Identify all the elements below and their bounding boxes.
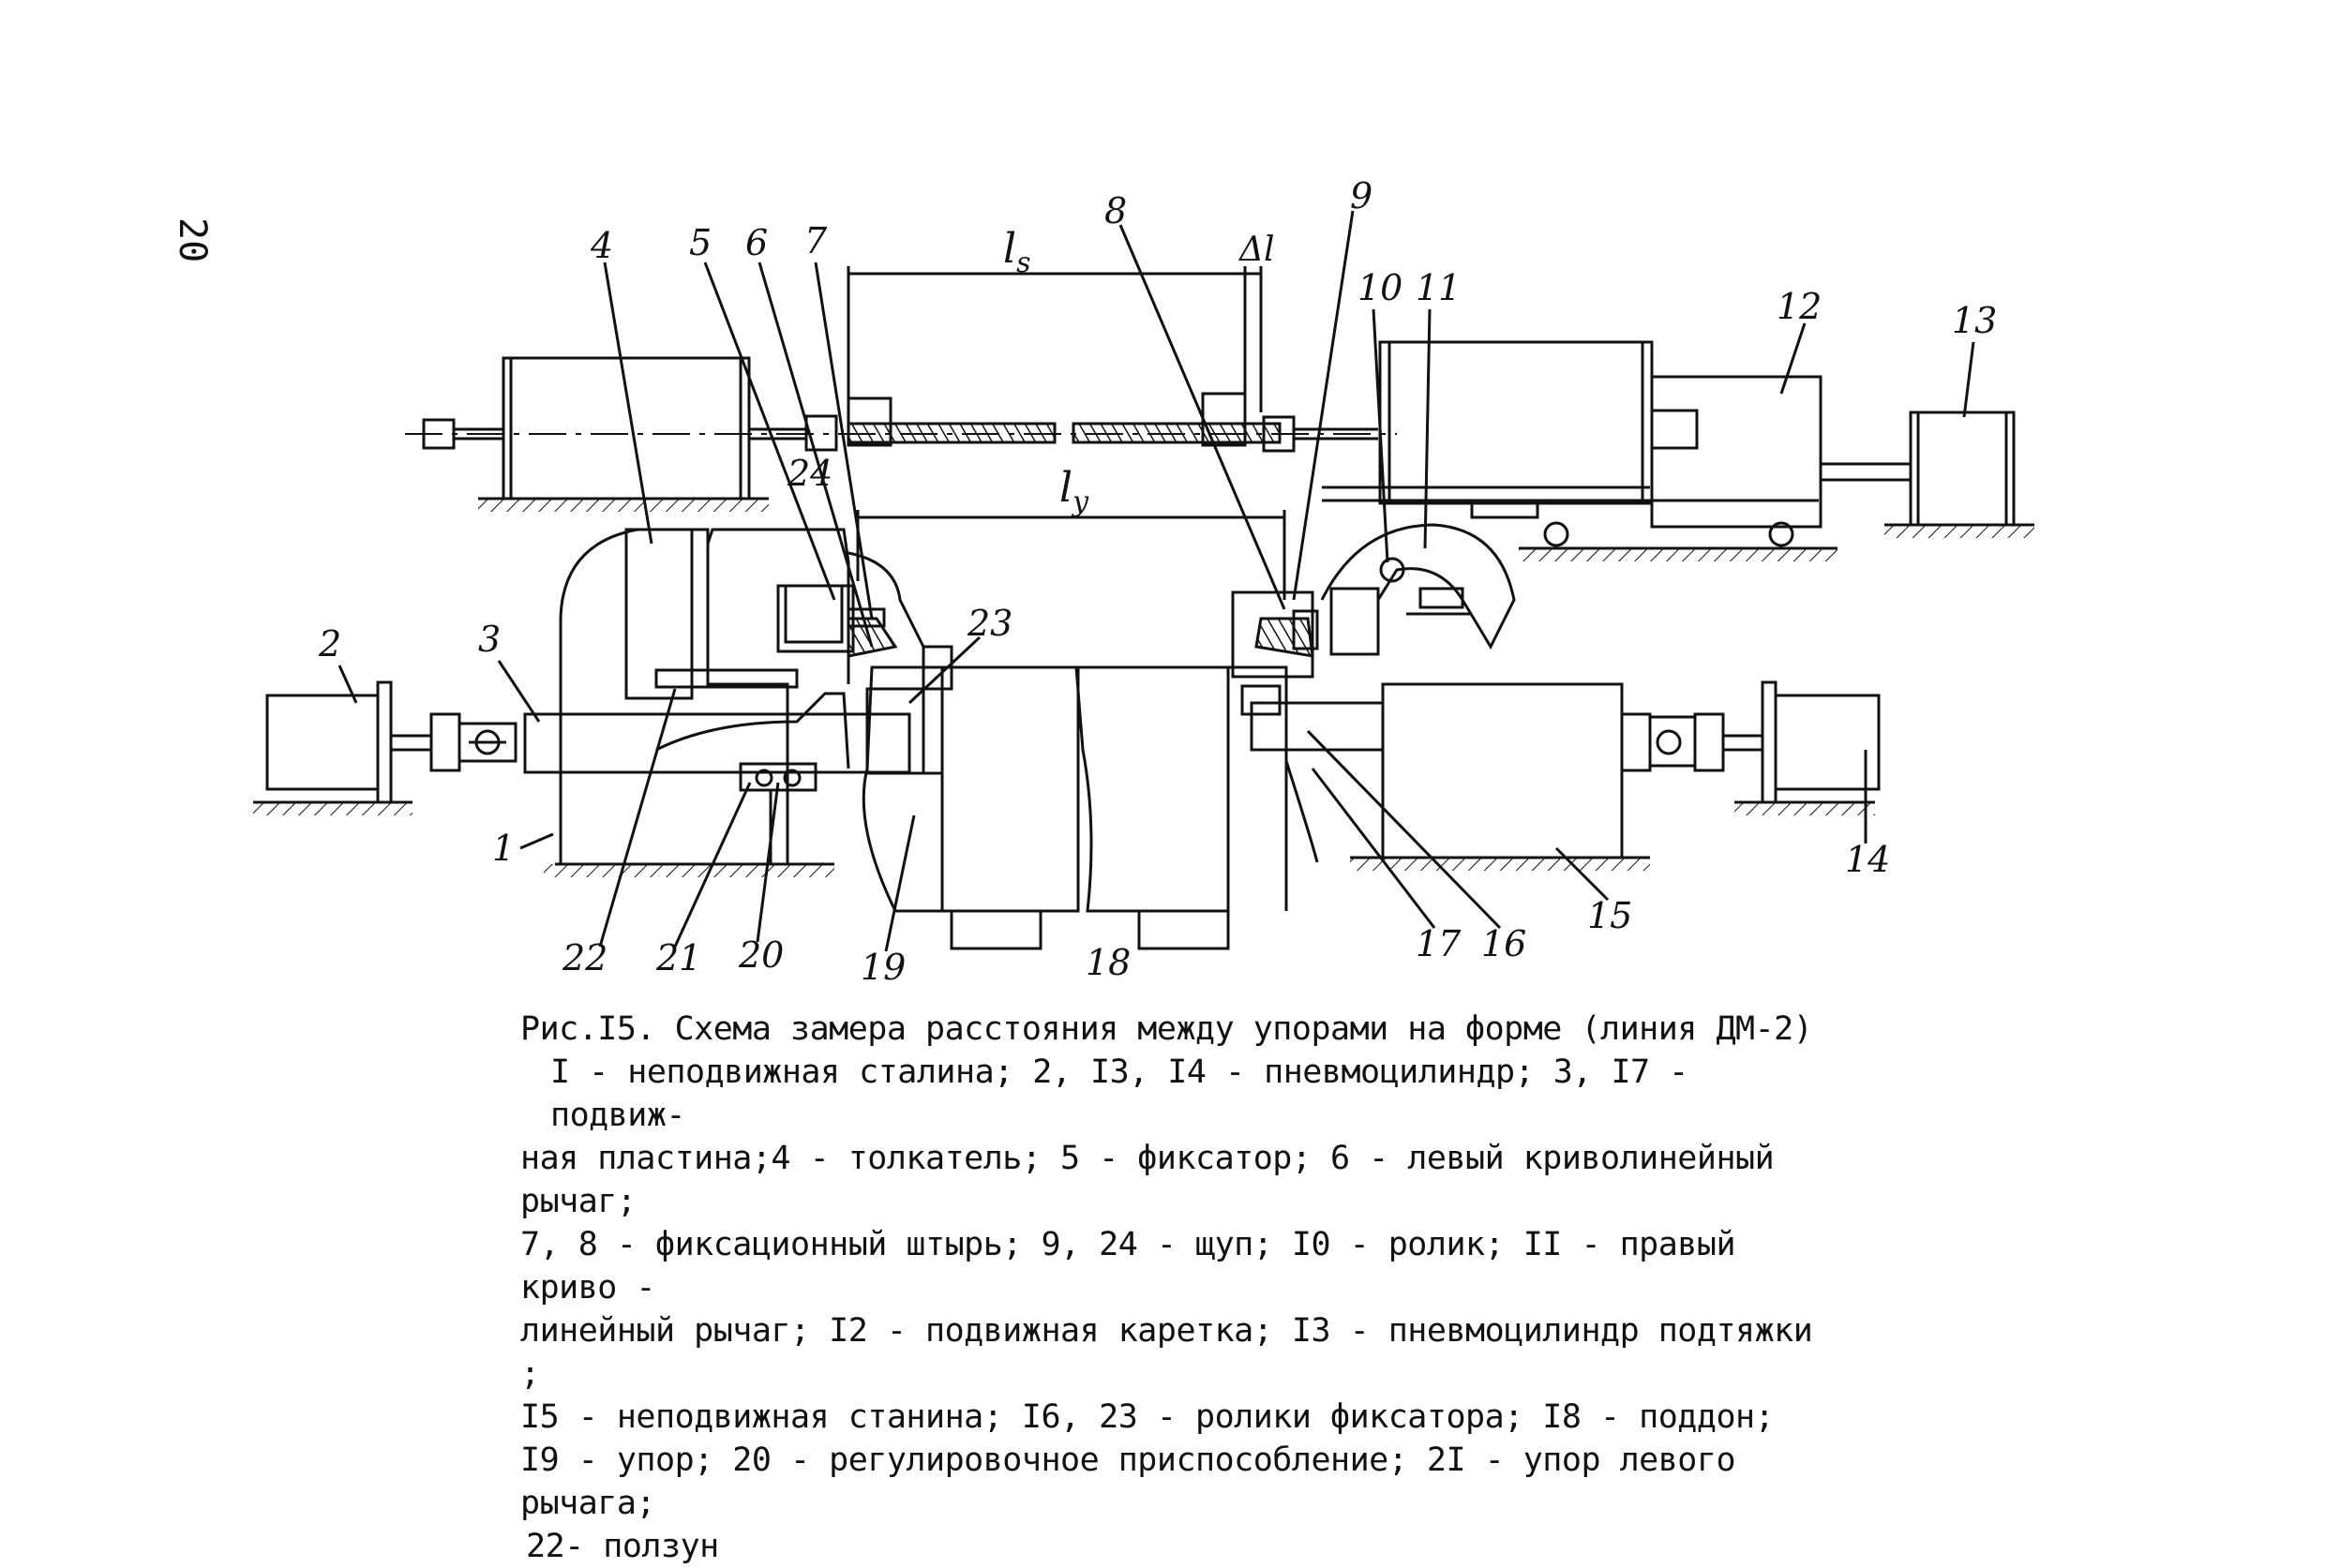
callout-6: 6 — [745, 222, 768, 263]
callout-2: 2 — [318, 623, 341, 665]
callout-3: 3 — [478, 619, 501, 660]
callout-20: 20 — [738, 934, 784, 976]
pallet-18 — [1074, 665, 1230, 913]
callout-11: 11 — [1416, 267, 1461, 308]
callout-22: 22 — [562, 937, 608, 978]
cylinder-13 — [1909, 411, 2016, 527]
caption-line: 22- ползун — [526, 1528, 719, 1565]
callout-9: 9 — [1350, 175, 1372, 217]
callout-21: 21 — [655, 937, 701, 978]
callout-19: 19 — [861, 947, 906, 988]
callout-7: 7 — [804, 220, 828, 261]
figure-caption: Рис.I5. Схема замера расстояния между уп… — [520, 1008, 1833, 1568]
callout-8: 8 — [1104, 190, 1127, 231]
callout-16: 16 — [1481, 923, 1526, 964]
left-top-cylinder — [502, 356, 751, 500]
callout-10: 10 — [1358, 267, 1402, 308]
frame-15 — [1381, 682, 1624, 859]
caption-line: 7, 8 - фиксационный штырь; 9, 24 - щуп; … — [520, 1226, 1736, 1307]
rod-16 — [1250, 701, 1385, 752]
caption-line: I - неподвижная сталина; 2, I3, I4 - пне… — [550, 1053, 1688, 1134]
callout-4: 4 — [590, 225, 613, 266]
carriage-12 — [1650, 375, 1822, 529]
right-top-cylinder — [1378, 340, 1654, 505]
stop-19 — [862, 665, 1080, 913]
callout-24: 24 — [787, 453, 832, 494]
callout-13: 13 — [1952, 300, 1997, 341]
slider-22 — [523, 712, 911, 774]
caption-title: Рис.I5. Схема замера расстояния между уп… — [520, 1010, 1813, 1048]
cylinder-14 — [1774, 694, 1881, 791]
dim-ls: ls — [1003, 225, 1030, 279]
dim-ly: ly — [1059, 464, 1089, 518]
callout-18: 18 — [1086, 942, 1131, 983]
callout-1: 1 — [492, 828, 515, 869]
caption-line: I9 - упор; 20 - регулировочное приспособ… — [520, 1441, 1736, 1522]
callout-23: 23 — [967, 603, 1012, 644]
callout-17: 17 — [1416, 923, 1462, 964]
cylinder-2 — [265, 694, 380, 791]
dim-dl: Δl — [1238, 231, 1275, 269]
callout-12: 12 — [1777, 286, 1822, 327]
caption-line: линейный рычаг; I2 - подвижная каретка; … — [520, 1312, 1813, 1393]
callout-14: 14 — [1845, 839, 1890, 880]
callout-15: 15 — [1587, 895, 1632, 936]
caption-line: ная пластина;4 - толкатель; 5 - фиксатор… — [520, 1140, 1775, 1220]
lever-11 — [1320, 523, 1516, 650]
pusher-4 — [624, 528, 694, 700]
caption-line: I5 - неподвижная станина; I6, 23 - ролик… — [520, 1398, 1775, 1436]
callout-5: 5 — [689, 222, 712, 263]
